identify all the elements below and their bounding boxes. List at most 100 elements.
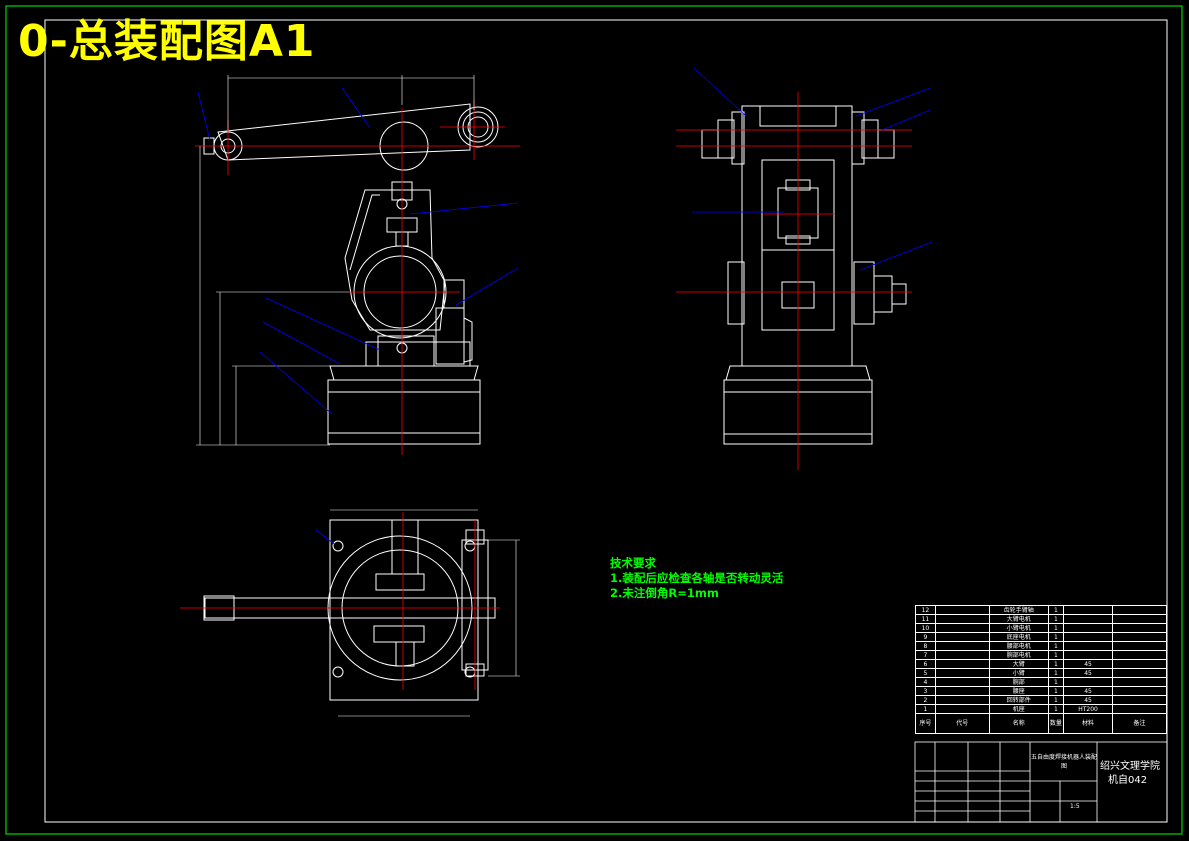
bom-cell-no: 8 [915, 641, 936, 651]
bom-cell-remark [1112, 704, 1167, 714]
bom-cell-qty: 1 [1047, 623, 1064, 633]
side-view [701, 105, 907, 445]
front-view [203, 103, 499, 445]
bom-cell-material: 45 [1062, 695, 1114, 705]
top-leaders [315, 529, 335, 545]
bom-cell-remark [1112, 632, 1167, 642]
bom-cell-remark [1112, 659, 1167, 669]
bom-cell-code [934, 668, 990, 678]
bom-cell-remark [1112, 650, 1167, 660]
bom-cell-remark [1112, 623, 1167, 633]
bom-cell-code [934, 641, 990, 651]
front-dimensions [196, 75, 475, 446]
bom-header-row: 序号 代号 名称 数量 材料 备注 [915, 713, 1167, 734]
bom-cell-name: 腕部 [988, 677, 1049, 687]
bom-cell-code [934, 614, 990, 624]
bom-cell-name: 回转部件 [988, 695, 1049, 705]
bom-cell-name: 机座 [988, 704, 1049, 714]
bom-cell-material [1062, 641, 1114, 651]
top-dimensions [330, 509, 520, 717]
bom-cell-no: 10 [915, 623, 936, 633]
bom-cell-qty: 1 [1047, 659, 1064, 669]
bom-cell-qty: 1 [1047, 686, 1064, 696]
bom-header-no: 序号 [915, 713, 936, 734]
bom-cell-material: 45 [1062, 659, 1114, 669]
bom-cell-qty: 1 [1047, 704, 1064, 714]
bom-header-code: 代号 [934, 713, 990, 734]
bom-cell-no: 11 [915, 614, 936, 624]
bom-cell-code [934, 695, 990, 705]
bom-cell-no: 6 [915, 659, 936, 669]
inner-border [44, 19, 1168, 823]
bom-cell-no: 4 [915, 677, 936, 687]
bom-cell-no: 9 [915, 632, 936, 642]
bom-cell-material: HT200 [1062, 704, 1114, 714]
tech-item: 2.未注倒角R=1mm [610, 586, 719, 600]
front-centerlines [195, 100, 520, 455]
bom-cell-code [934, 677, 990, 687]
bom-cell-no: 2 [915, 695, 936, 705]
bom-cell-material [1062, 632, 1114, 642]
bom-cell-name: 小臂电机 [988, 623, 1049, 633]
bom-cell-remark [1112, 677, 1167, 687]
bom-cell-material [1062, 605, 1114, 615]
bom-cell-qty: 1 [1047, 605, 1064, 615]
bom-cell-name: 腰座 [988, 686, 1049, 696]
bom-cell-remark [1112, 614, 1167, 624]
bom-cell-code [934, 704, 990, 714]
bom-cell-qty: 1 [1047, 641, 1064, 651]
bom-cell-name: 腕部电机 [988, 650, 1049, 660]
bom-cell-no: 12 [915, 605, 936, 615]
bom-cell-qty: 1 [1047, 668, 1064, 678]
bom-cell-code [934, 632, 990, 642]
bom-cell-material [1062, 614, 1114, 624]
bom-cell-code [934, 605, 990, 615]
bom-cell-code [934, 650, 990, 660]
bom-cell-no: 3 [915, 686, 936, 696]
top-view [203, 519, 496, 701]
bom-header-material: 材料 [1062, 713, 1114, 734]
bom-cell-material [1062, 623, 1114, 633]
bom-cell-qty: 1 [1047, 614, 1064, 624]
bom-cell-name: 腰部电机 [988, 641, 1049, 651]
title-block-scale: 1:5 [1070, 803, 1080, 810]
bom-cell-qty: 1 [1047, 677, 1064, 687]
bom-header-remark: 备注 [1112, 713, 1167, 734]
bom-cell-material [1062, 650, 1114, 660]
bom-cell-name: 大臂电机 [988, 614, 1049, 624]
outer-border [5, 5, 1183, 835]
title-block-school: 绍兴文理学院 [1100, 761, 1160, 772]
side-leaders [692, 67, 933, 271]
bom-cell-material: 45 [1062, 668, 1114, 678]
front-leaders [197, 87, 519, 415]
title-block-class: 机自042 [1108, 775, 1148, 786]
bom-cell-code [934, 623, 990, 633]
bom-cell-code [934, 686, 990, 696]
bom-cell-no: 5 [915, 668, 936, 678]
bom-cell-code [934, 659, 990, 669]
top-centerlines [180, 512, 500, 690]
bom-cell-name: 小臂 [988, 668, 1049, 678]
bom-cell-remark [1112, 695, 1167, 705]
tech-heading: 技术要求 [610, 556, 656, 570]
bom-cell-qty: 1 [1047, 650, 1064, 660]
bom-header-qty: 数量 [1047, 713, 1064, 734]
bom-cell-remark [1112, 641, 1167, 651]
bom-cell-name: 齿轮手臂轴 [988, 605, 1049, 615]
drawing-title: 0-总装配图A1 [18, 16, 316, 67]
title-block-frame [914, 741, 1168, 823]
bom-cell-remark [1112, 605, 1167, 615]
